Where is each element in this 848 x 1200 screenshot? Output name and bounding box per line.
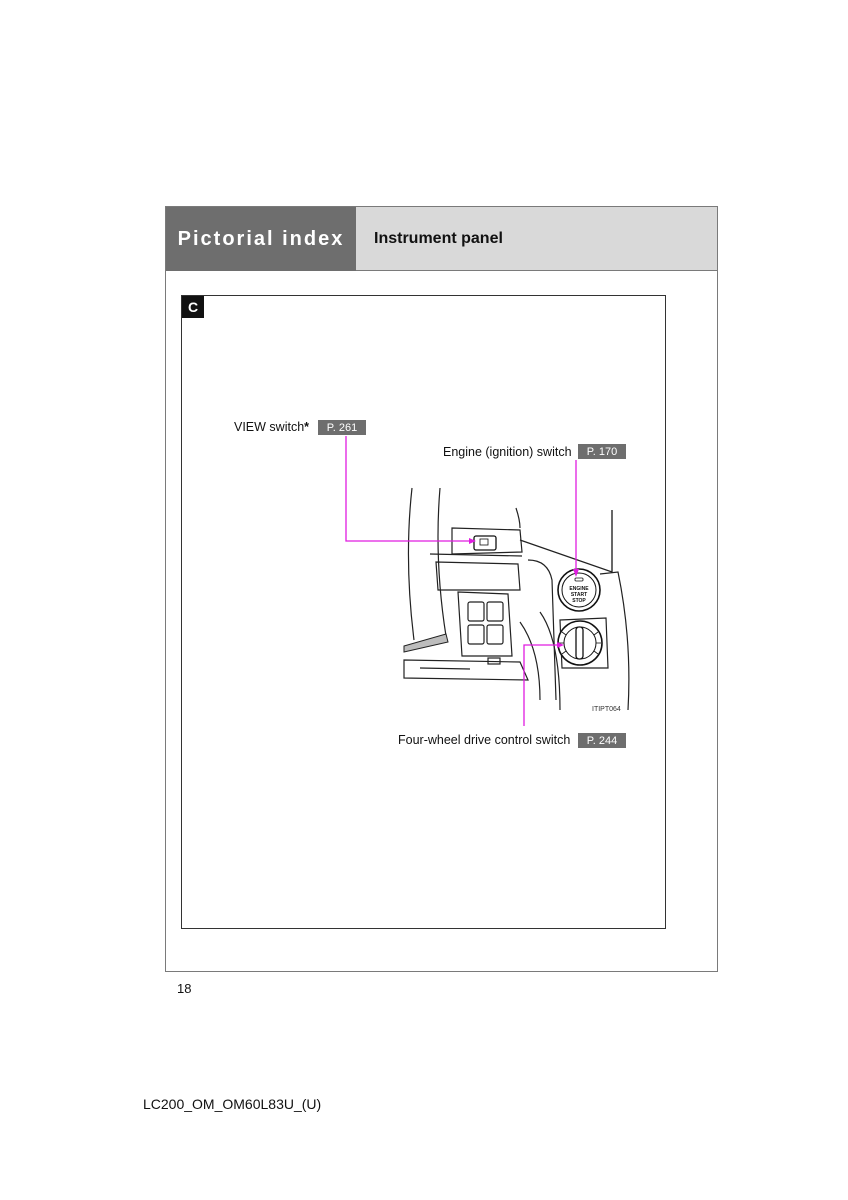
engine-switch-label: Engine (ignition) switch bbox=[443, 445, 572, 459]
engine-switch-page-ref[interactable]: P. 170 bbox=[578, 444, 626, 459]
4wd-switch-label: Four-wheel drive control switch bbox=[398, 733, 571, 747]
view-switch-callout: VIEW switch* bbox=[234, 420, 309, 434]
svg-text:ENGINE: ENGINE bbox=[569, 586, 589, 592]
page-number: 18 bbox=[177, 981, 192, 996]
svg-text:STOP: STOP bbox=[572, 598, 586, 604]
section-title: Pictorial index bbox=[166, 207, 356, 271]
footnote-marker: * bbox=[304, 420, 310, 434]
view-switch-button bbox=[473, 535, 497, 551]
document-id: LC200_OM_OM60L83U_(U) bbox=[143, 1096, 322, 1112]
illustration-code: ITIPT064 bbox=[592, 706, 621, 713]
4wd-switch-page-ref[interactable]: P. 244 bbox=[578, 733, 626, 748]
page-title: Instrument panel bbox=[356, 207, 717, 271]
svg-text:START: START bbox=[571, 592, 587, 598]
illustration-panel bbox=[181, 295, 666, 929]
view-switch-page-ref[interactable]: P. 261 bbox=[318, 420, 366, 435]
section-badge: C bbox=[182, 296, 204, 318]
view-switch-label: VIEW switch bbox=[234, 420, 305, 434]
page-frame: Pictorial index Instrument panel bbox=[165, 206, 718, 972]
